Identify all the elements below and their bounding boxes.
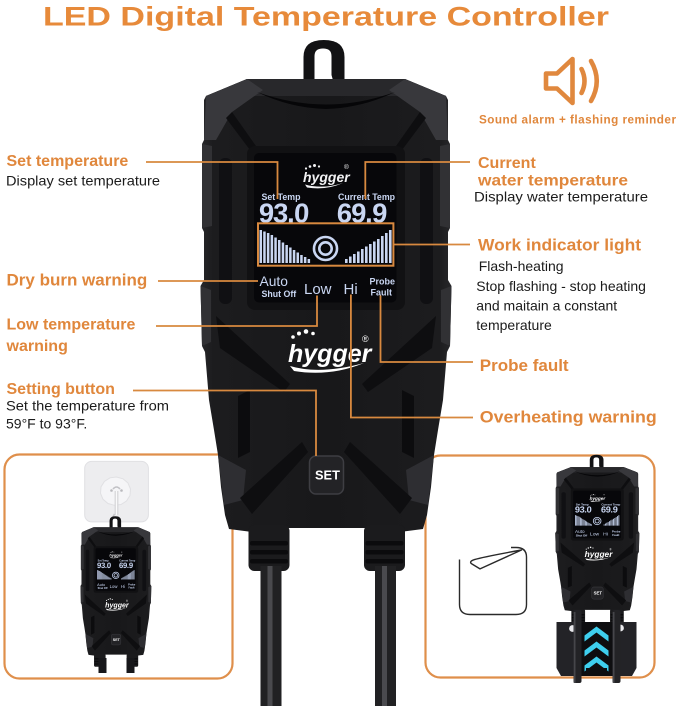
svg-text:Low temperature: Low temperature bbox=[7, 317, 136, 334]
svg-text:Setting button: Setting button bbox=[7, 381, 115, 398]
svg-text:temperature: temperature bbox=[476, 317, 552, 333]
svg-text:water temperature: water temperature bbox=[477, 173, 628, 190]
svg-text:Sound alarm + flashing reminde: Sound alarm + flashing reminder bbox=[479, 114, 676, 127]
svg-text:warning: warning bbox=[6, 338, 68, 355]
svg-text:Display water temperature: Display water temperature bbox=[474, 188, 648, 204]
svg-text:LED Digital Temperature Contro: LED Digital Temperature Controller bbox=[43, 2, 610, 32]
svg-text:Stop flashing - stop heating: Stop flashing - stop heating bbox=[476, 278, 646, 294]
svg-text:Current: Current bbox=[478, 155, 536, 172]
svg-text:Set the temperature from: Set the temperature from bbox=[6, 398, 169, 414]
svg-text:Probe fault: Probe fault bbox=[480, 356, 569, 375]
svg-text:Work indicator light: Work indicator light bbox=[478, 236, 641, 255]
svg-text:Display set temperature: Display set temperature bbox=[6, 172, 160, 188]
svg-text:and maitain a constant: and maitain a constant bbox=[476, 297, 617, 313]
svg-text:59°F to 93°F.: 59°F to 93°F. bbox=[6, 416, 87, 432]
svg-text:Flash-heating: Flash-heating bbox=[479, 258, 564, 274]
svg-text:Overheating warning: Overheating warning bbox=[480, 408, 657, 427]
svg-text:Set temperature: Set temperature bbox=[7, 153, 129, 170]
svg-text:Dry burn warning: Dry burn warning bbox=[7, 271, 148, 290]
